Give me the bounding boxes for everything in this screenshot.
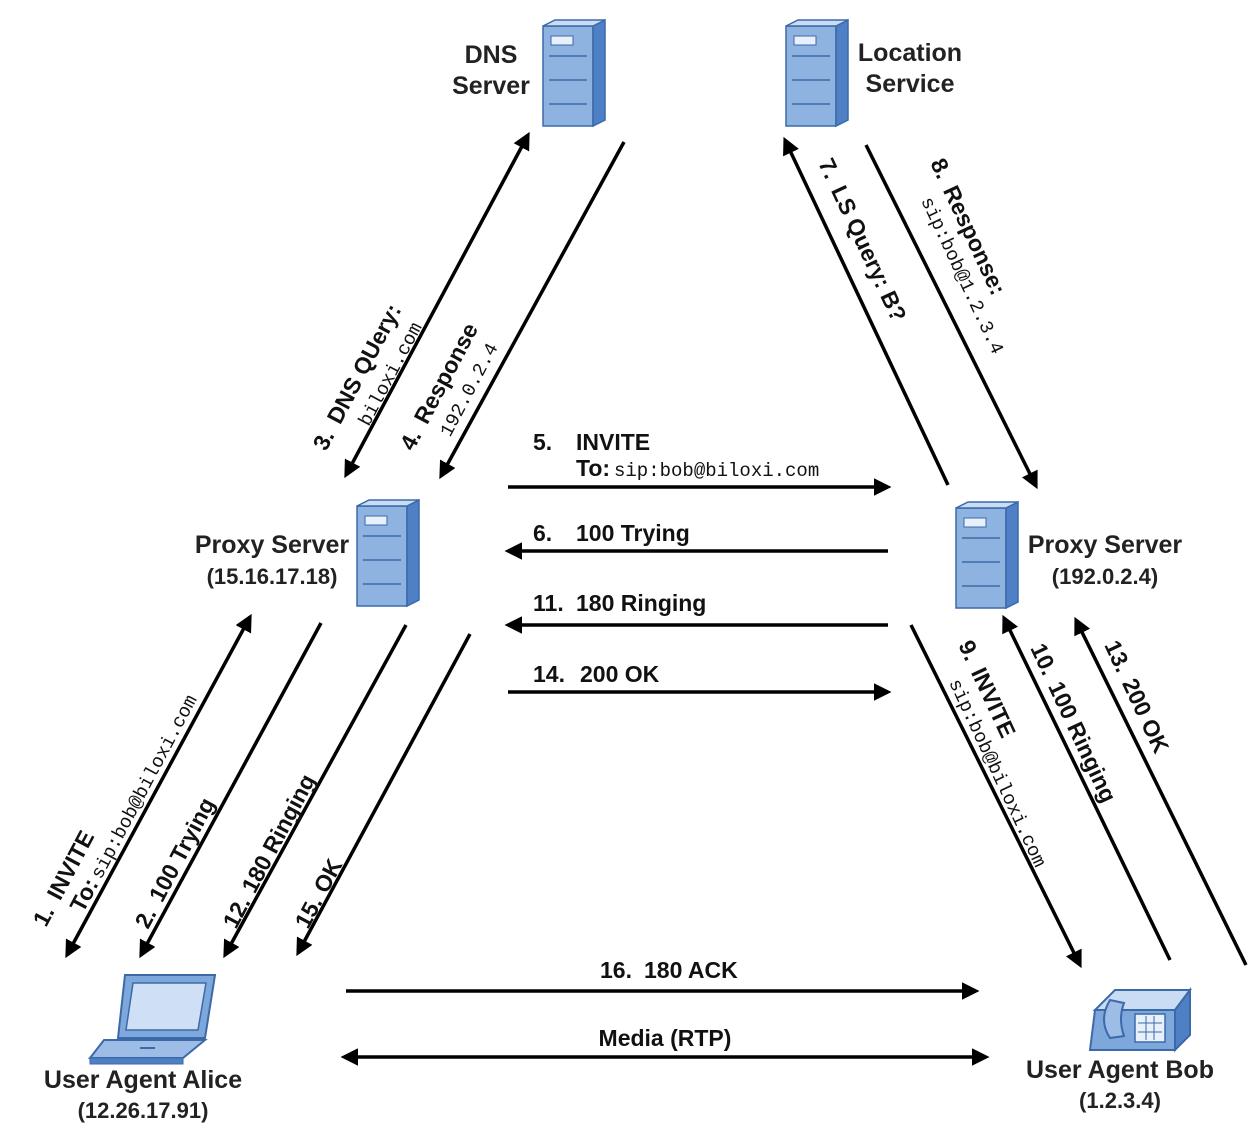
arrow-3-dns-query <box>344 131 530 479</box>
msg-5-to-value: sip:bob@biloxi.com <box>614 460 819 482</box>
msg-8-num: 8. <box>925 154 957 182</box>
msg-14-num: 14. <box>533 661 565 687</box>
arrow-4-dns-response <box>439 141 626 480</box>
dns-server-label-line1: DNS <box>465 41 518 69</box>
proxy-right-name: Proxy Server <box>1028 531 1183 559</box>
msg-15-label: 15. OK <box>289 854 347 932</box>
msg-5-text: INVITE <box>576 429 650 455</box>
proxy-left-name: Proxy Server <box>195 531 350 559</box>
arrow-9-invite <box>909 624 1082 969</box>
msg-13-num: 13. <box>1099 636 1136 676</box>
msg-15-num: 15. <box>289 892 327 932</box>
laptop-icon <box>87 974 217 1065</box>
proxy-server-left-icon <box>356 499 420 607</box>
msg-10-text: 100 Ringing <box>1043 677 1122 806</box>
msg-11-text: 180 Ringing <box>576 590 706 616</box>
msg-14-text: 200 OK <box>580 661 660 687</box>
dns-server-label-line2: Server <box>452 72 530 100</box>
arrow-10-ringing <box>1002 614 1172 961</box>
msg-7-label: 7. LS Query: B? <box>813 154 911 325</box>
msg-6-num: 6. <box>533 520 552 546</box>
arrow-2-trying <box>139 622 323 959</box>
msg-16-num: 16. <box>600 957 632 983</box>
bob-ip: (1.2.3.4) <box>1079 1088 1161 1113</box>
msg-12-num: 12. <box>217 892 255 932</box>
proxy-server-right-icon <box>955 501 1019 609</box>
arrow-1-invite <box>65 613 252 959</box>
arrow-8-ls-response <box>864 144 1038 490</box>
msg-11-num: 11. <box>533 590 564 616</box>
arrow-13-ok <box>1074 616 1248 966</box>
msg-1-num: 1. <box>27 901 59 930</box>
location-service-label-line1: Location <box>858 39 962 67</box>
msg-13-label: 13. 200 OK <box>1099 636 1174 757</box>
proxy-right-ip: (192.0.2.4) <box>1052 564 1158 589</box>
proxy-left-ip: (15.16.17.18) <box>207 564 338 589</box>
location-service-icon <box>785 19 849 127</box>
msg-15-text: OK <box>308 854 347 897</box>
msg-10-label: 10. 100 Ringing <box>1025 639 1121 806</box>
msg-5-num: 5. <box>533 429 552 455</box>
location-service-label-line2: Service <box>866 70 955 98</box>
msg-3-num: 3. <box>307 425 339 454</box>
msg-2-text: 100 Trying <box>144 793 220 906</box>
desk-phone-icon <box>1088 987 1192 1053</box>
msg-5-to-label: To: <box>576 455 610 481</box>
media-rtp-text: Media (RTP) <box>599 1025 732 1051</box>
bob-name: User Agent Bob <box>1026 1056 1214 1084</box>
arrow-15-ok <box>296 633 472 957</box>
msg-1-label: 1. INVITE To: sip:bob@biloxi.com <box>27 691 202 930</box>
msg-4-num: 4. <box>394 425 426 454</box>
msg-9-num: 9. <box>953 636 985 664</box>
alice-name: User Agent Alice <box>44 1066 242 1094</box>
msg-12-text: 180 Ringing <box>236 770 320 897</box>
dns-server-icon <box>542 19 606 127</box>
msg-16-text: 180 ACK <box>644 957 738 983</box>
msg-7-num: 7. <box>813 154 845 182</box>
arrow-12-ringing <box>223 624 408 959</box>
msg-13-text: 200 OK <box>1117 674 1174 757</box>
msg-6-text: 100 Trying <box>576 520 690 546</box>
alice-ip: (12.26.17.91) <box>78 1098 209 1123</box>
arrow-7-ls-query <box>783 136 950 486</box>
